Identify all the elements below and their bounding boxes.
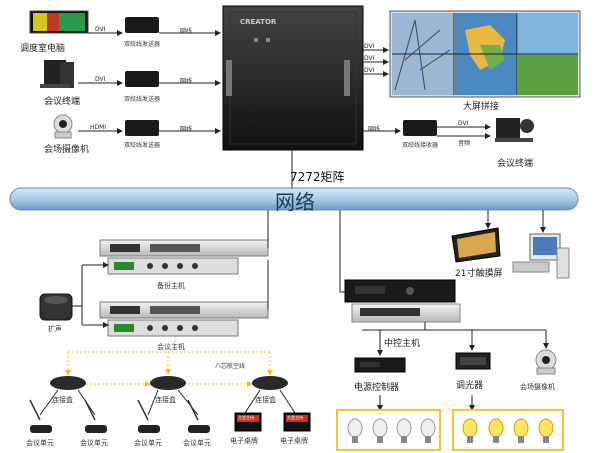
transmitter-2 — [125, 71, 159, 87]
camera-right — [535, 349, 557, 375]
pc-monitor — [512, 233, 570, 279]
receiver-cable-label: 网线 — [368, 126, 381, 133]
unit-label-1: 会议单元 — [26, 439, 54, 447]
touch-screen-label: 21寸触摸屏 — [455, 269, 503, 279]
conference-camera-left — [53, 114, 73, 139]
receiver-lines — [363, 124, 491, 139]
aviation-cable — [65, 336, 273, 387]
matrix-brand: CREATOR — [240, 18, 277, 26]
signal-label-1: DVI — [95, 26, 106, 33]
nameplate-text-1: 大会主持 — [238, 415, 254, 420]
source-lines — [78, 30, 221, 134]
touch-screen — [451, 227, 501, 263]
transmitter-label-1: 双绞线发送器 — [124, 41, 161, 48]
backup-host-device — [99, 239, 269, 275]
source-label-camera: 会场摄像机 — [44, 145, 90, 155]
conference-lines — [72, 210, 269, 328]
signal-label-2: DVI — [95, 76, 106, 83]
terminal-pc — [40, 60, 74, 88]
receiver — [403, 120, 437, 136]
unit-label-3: 会议单元 — [134, 439, 162, 447]
transmitter-1 — [125, 17, 159, 33]
right-lines — [339, 210, 549, 411]
video-wall-label: 大屏拼接 — [463, 102, 500, 112]
microphones — [29, 399, 210, 433]
unit-label-4: 会议单元 — [183, 439, 211, 447]
backup-host-label: 备份主机 — [157, 282, 185, 290]
transmitter-label-2: 双绞线发送器 — [124, 96, 161, 103]
dimmer — [455, 352, 491, 370]
nameplate-2 — [283, 412, 311, 432]
source-label-terminal: 会议终端 — [44, 97, 81, 107]
terminal-right-label: 会议终端 — [497, 159, 534, 169]
video-wall — [389, 10, 581, 98]
junction-boxes — [50, 376, 288, 390]
wall-dvi-2: DVI — [364, 55, 375, 62]
unit-label-2: 会议单元 — [80, 439, 108, 447]
lights-box-left — [336, 409, 441, 451]
signal-label-3: HDMI — [90, 124, 107, 131]
aviation-cable-label: 八芯航空线 — [215, 363, 246, 370]
nameplate-label-1: 电子桌牌 — [230, 437, 258, 445]
central-controller — [344, 279, 461, 323]
speaker-label: 扩声 — [48, 325, 62, 333]
cable-label-3: 网线 — [180, 126, 193, 133]
transmitter-3 — [125, 120, 159, 136]
junction-box-label-2: 连接盒 — [155, 396, 176, 404]
wall-lines — [363, 47, 389, 77]
wall-dvi-1: DVI — [364, 43, 375, 50]
junction-box-label-1: 连接盒 — [52, 396, 73, 404]
source-label-pc: 调度室电脑 — [20, 44, 66, 54]
matrix-device — [222, 5, 364, 151]
receiver-audio-label: 音频 — [458, 140, 471, 147]
central-control-label: 中控主机 — [384, 339, 421, 349]
terminal-right — [495, 118, 534, 142]
main-host-label: 会议主机 — [157, 343, 185, 351]
power-controller-label: 电源控制器 — [354, 383, 400, 393]
camera-right-label: 会场摄像机 — [520, 383, 555, 391]
network-label: 网络 — [275, 190, 315, 214]
nameplate-1 — [234, 412, 262, 432]
receiver-label: 双绞线接收器 — [402, 142, 439, 149]
cable-label-2: 网线 — [180, 78, 193, 85]
led-screen-pc — [29, 10, 89, 34]
main-host-device — [99, 301, 269, 337]
junction-box-label-3: 连接盒 — [255, 396, 276, 404]
lights-box-right — [452, 409, 564, 451]
network-bar — [9, 187, 579, 211]
speaker-device — [39, 293, 73, 321]
transmitter-label-3: 双绞线发送器 — [124, 142, 161, 149]
dimmer-label: 调光器 — [456, 381, 484, 391]
receiver-dvi-label: DVI — [458, 120, 469, 127]
cable-label-1: 网线 — [180, 28, 193, 35]
nameplate-text-2: 大会主持 — [287, 415, 303, 420]
power-controller — [354, 357, 406, 373]
matrix-label: 7272矩阵 — [290, 170, 345, 184]
nameplate-label-2: 电子桌牌 — [280, 437, 308, 445]
wall-dvi-3: DVI — [364, 67, 375, 74]
